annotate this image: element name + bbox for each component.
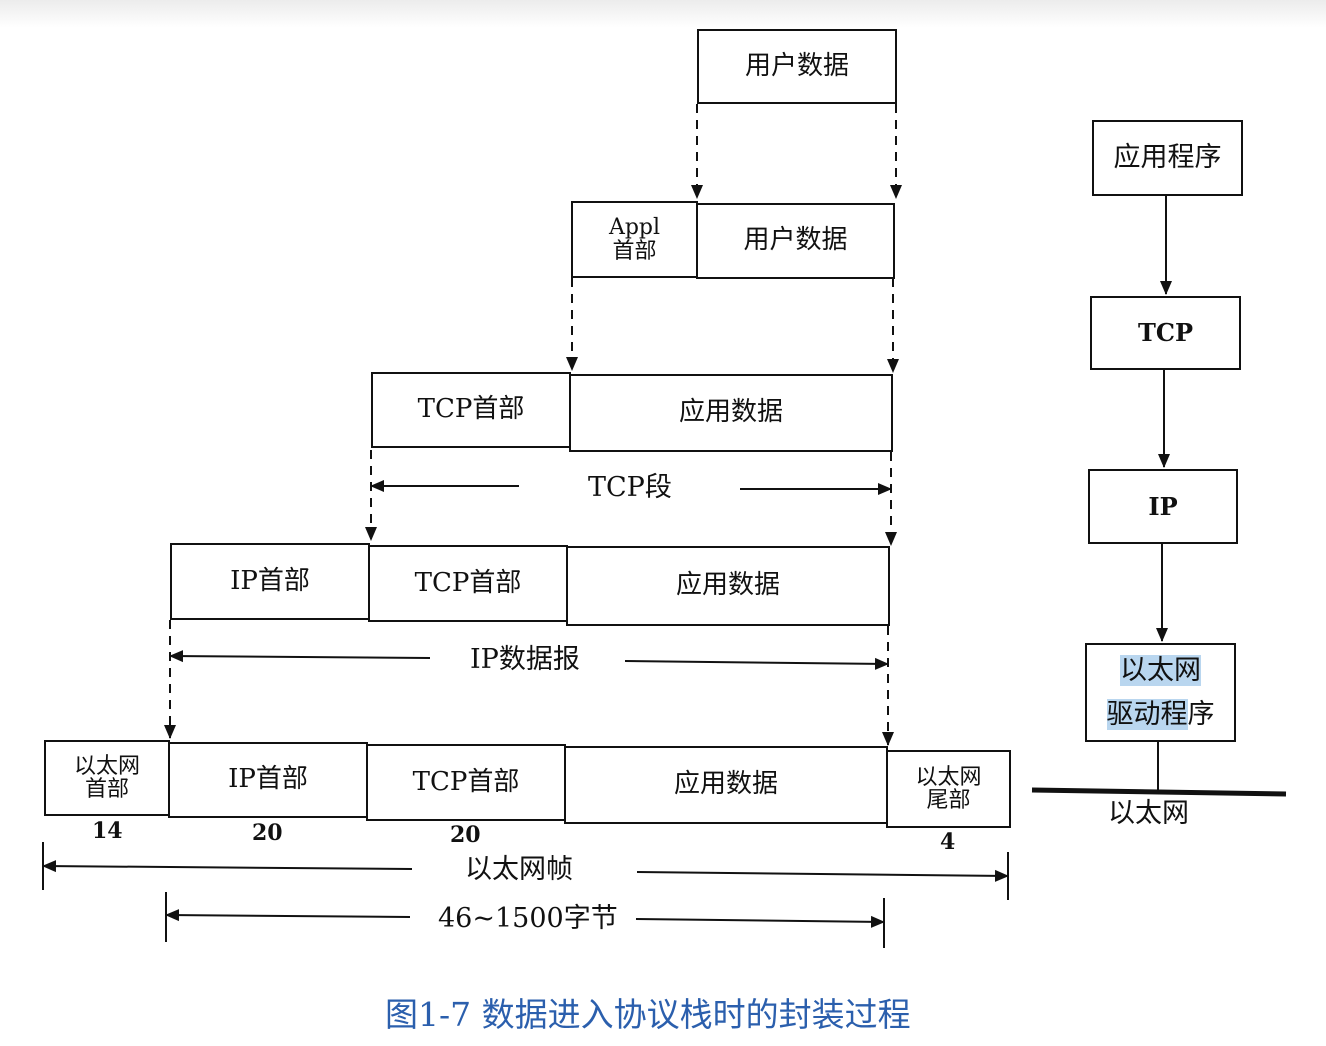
appl-header-line2: 首部 <box>612 238 657 264</box>
size-eth-trailer: 4 <box>940 829 956 855</box>
eth-trailer-box: 以太网 尾部 <box>886 750 1011 828</box>
eth-frame-arrow-left <box>42 860 413 873</box>
driver-line1-text: 以太网 <box>1120 655 1201 687</box>
app-layer-label: 应用程序 <box>1113 141 1222 173</box>
eth-frame-label: 以太网帧 <box>455 856 583 883</box>
tcp-header-box: TCP首部 <box>371 372 571 448</box>
ip-header-box: IP首部 <box>170 543 370 620</box>
ip-datagram-label: IP数据报 <box>460 646 590 673</box>
ethernet-driver-box: 以太网 驱动程序 <box>1085 643 1236 742</box>
eth-header-box: 以太网 首部 <box>44 740 170 816</box>
size-eth-header: 14 <box>92 818 123 844</box>
tcp-segment-label: TCP段 <box>578 474 682 501</box>
tcp-header-box-2: TCP首部 <box>368 545 568 622</box>
tcp-layer-box: TCP <box>1090 296 1241 370</box>
tcp-layer-label: TCP <box>1137 318 1193 348</box>
eth-header-line2: 首部 <box>84 777 129 802</box>
eth-header-line1: 以太网 <box>73 753 140 779</box>
ip-layer-label: IP <box>1148 491 1178 521</box>
ethernet-network-label: 以太网 <box>1104 800 1193 827</box>
tcp-header-label: TCP首部 <box>417 394 525 425</box>
app-layer-box: 应用程序 <box>1092 120 1243 196</box>
ip-datagram-arrow-left <box>169 650 431 663</box>
ip-header-label: IP首部 <box>228 764 308 795</box>
ip-datagram-arrow-right <box>624 657 889 670</box>
ethernet-bus-line <box>1031 787 1287 797</box>
app-data-label: 应用数据 <box>675 570 780 601</box>
ip-header-label: IP首部 <box>230 565 310 596</box>
eth-frame-arrow-right <box>636 869 1009 882</box>
size-tcp-header: 20 <box>450 822 481 848</box>
driver-line2: 驱动程序 <box>1106 693 1215 736</box>
tcp-header-label: TCP首部 <box>412 766 520 797</box>
user-data-box-2: 用户数据 <box>696 203 895 279</box>
tcp-header-box-3: TCP首部 <box>366 744 566 821</box>
driver-line2-rest: 序 <box>1187 698 1215 730</box>
eth-trailer-line2: 尾部 <box>926 788 971 813</box>
app-data-box-2: 应用数据 <box>566 546 890 626</box>
eth-trailer-line1: 以太网 <box>915 764 982 790</box>
size-ip-header: 20 <box>252 820 283 846</box>
top-shade <box>0 0 1326 28</box>
ip-header-box-2: IP首部 <box>168 742 368 818</box>
app-data-label: 应用数据 <box>678 397 783 428</box>
app-data-box-3: 应用数据 <box>564 746 888 824</box>
payload-arrow-right <box>635 915 885 928</box>
user-data-label: 用户数据 <box>743 225 848 256</box>
appl-header-box: Appl 首部 <box>571 201 698 278</box>
user-data-box: 用户数据 <box>697 29 897 104</box>
appl-header-line1: Appl <box>608 215 661 241</box>
driver-line2-highlighted: 驱动程 <box>1106 698 1188 730</box>
payload-range-label: 46~1500字节 <box>428 905 628 932</box>
app-data-box: 应用数据 <box>569 374 893 452</box>
ip-layer-box: IP <box>1088 469 1238 544</box>
driver-line1: 以太网 <box>1120 649 1201 692</box>
app-data-label: 应用数据 <box>673 769 778 800</box>
user-data-label: 用户数据 <box>744 50 849 81</box>
figure-caption: 图1-7 数据进入协议栈时的封装过程 <box>385 995 911 1034</box>
tcp-header-label: TCP首部 <box>414 567 522 598</box>
payload-arrow-left <box>165 909 411 922</box>
